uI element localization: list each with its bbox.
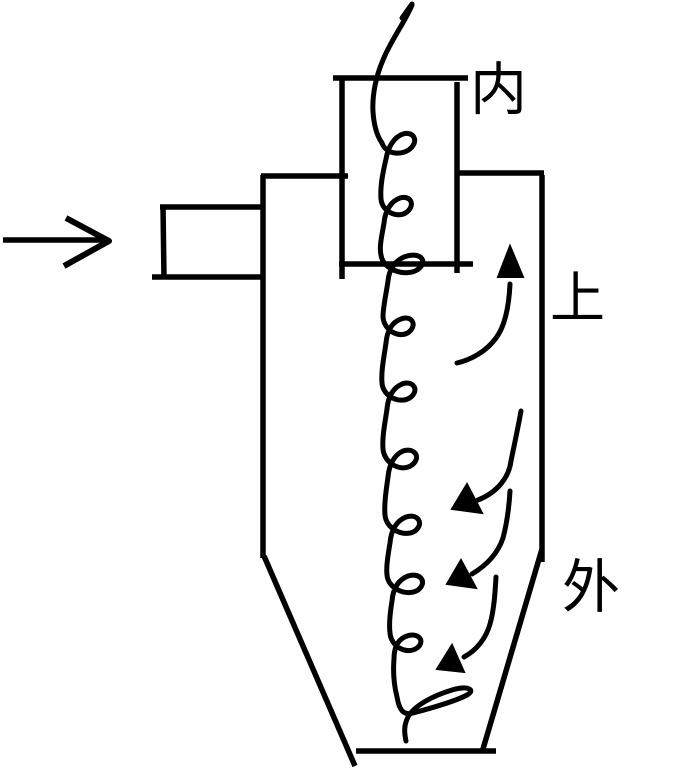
down-arrow-curve-2 xyxy=(469,488,513,577)
feed-inlet-duct xyxy=(152,204,264,280)
up-arrow-curve xyxy=(454,281,513,366)
inlet-arrow-head xyxy=(62,215,112,269)
spiral-flow-line xyxy=(370,1,474,744)
inlet-flow-arrow-icon xyxy=(3,215,112,269)
inner-vortex-up-arrow-icon xyxy=(454,243,525,366)
outer-vortex-down-arrow-2-icon xyxy=(445,488,513,590)
down-arrow-curve-3 xyxy=(461,574,499,660)
outer-vortex-down-arrow-3-icon xyxy=(435,574,499,674)
separator-body-outline xyxy=(260,170,545,768)
label-outer-vortex: 外 xyxy=(562,553,621,621)
up-arrow-head xyxy=(496,243,525,278)
vortex-finder-tube xyxy=(333,75,473,279)
label-up-flow: 上 xyxy=(550,266,606,330)
down-arrow-curve-1 xyxy=(475,408,524,503)
outer-vortex-down-arrow-1-icon xyxy=(450,408,524,515)
down-arrow-head-2 xyxy=(445,557,478,590)
spiral-path xyxy=(370,2,474,744)
down-arrow-head-3 xyxy=(435,642,466,674)
down-arrow-head-1 xyxy=(450,481,484,515)
label-inner-vortex: 内 xyxy=(470,57,527,123)
